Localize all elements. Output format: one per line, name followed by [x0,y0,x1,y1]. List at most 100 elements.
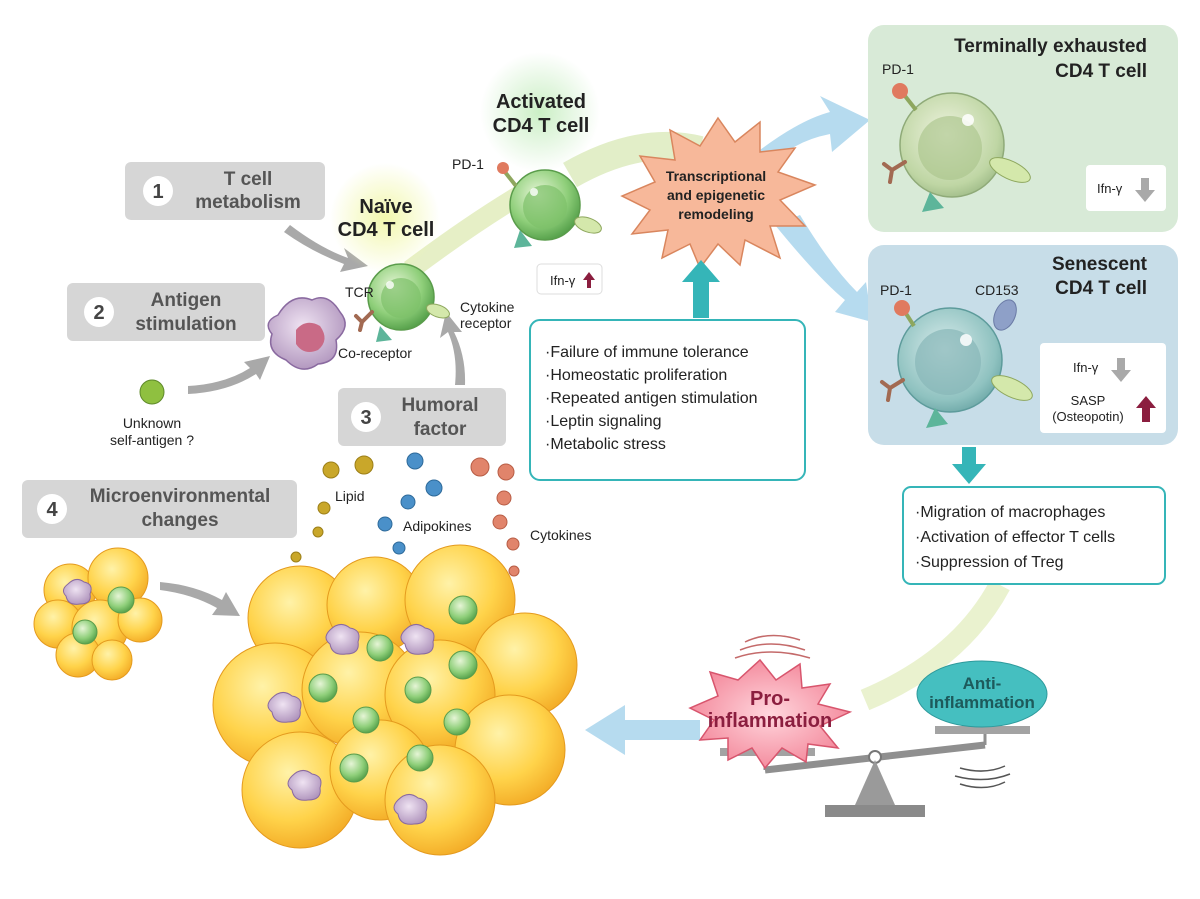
factor-number-badge [143,176,173,206]
t-cell-icon [352,706,380,734]
antigen-presenting-macrophage [267,297,346,370]
activated-label-glow [480,52,600,172]
arrow-to-fat[interactable] [585,705,700,755]
activated-title-line1: Activated [496,91,586,113]
cause-item: ·Failure of immune tolerance [545,344,749,361]
activated-title-line2: CD4 T cell [493,115,590,137]
arrow-antigen-to-macrophage [188,356,270,394]
factor-box-1: 1 T cell metabolism [125,162,325,220]
self-antigen-icon [139,379,165,405]
t-cell-icon [448,595,478,625]
factor-label-line1: Microenvironmental [90,486,271,507]
activated-pd1-label: PD-1 [452,156,484,172]
exhausted-ifn-label: Ifn-γ [1097,181,1123,196]
exhausted-title-line2: CD4 T cell [1055,61,1147,82]
sasp-label: SASP [1071,393,1106,408]
large-adipose-cluster [212,544,578,856]
arrow-senescent-to-effects [952,447,986,484]
tcr-receptor-icon [354,310,374,332]
factor-label-line1: Humoral [401,395,478,416]
activated-ifn-badge: Ifn-γ [536,263,603,295]
anti-inflammation-line2: inflammation [929,693,1035,712]
arrow-metabolism-to-naive [284,225,368,272]
remodeling-line1: Transcriptional [666,168,766,184]
pd1-receptor-icon [497,162,509,174]
cause-item: ·Leptin signaling [545,413,662,430]
macrophage-icon [62,578,92,605]
osteopontin-label: (Osteopotin) [1052,409,1124,424]
lipid-label: Lipid [335,488,365,504]
t-cell-icon [308,673,338,703]
cause-item: ·Repeated antigen stimulation [545,390,758,407]
effect-item: ·Activation of effector T cells [915,529,1115,546]
exhausted-title-line1: Terminally exhausted [954,36,1147,57]
remodeling-line2: and epigenetic [667,187,765,203]
factor-number: 3 [360,407,371,429]
cd153-receptor-icon [993,299,1017,331]
factor-label-line2: stimulation [135,314,236,335]
anti-inflammation-oval[interactable] [916,660,1048,728]
sasp-up-arrow-icon [1136,396,1156,422]
factor-number: 4 [46,499,58,521]
remodeling-line3: remodeling [678,206,753,222]
vibration-lines-top [734,634,811,659]
exhausted-panel: Terminally exhausted CD4 T cell PD-1 Ifn… [868,25,1178,232]
coreceptor-label: Co-receptor [338,345,412,361]
senescent-badge [1040,343,1166,433]
naive-title-line2: CD4 T cell [338,219,435,241]
senescent-title-line1: Senescent [1052,254,1148,275]
effect-item: ·Migration of macrophages [915,504,1105,521]
antigen-label-line1: Unknown [123,415,181,431]
factor-label-line2: factor [414,419,467,440]
factor-label-line2: metabolism [195,192,301,213]
macrophage-icon [287,770,322,801]
t-cell-icon [443,708,471,736]
macrophage-icon [400,624,435,655]
vibration-lines-bottom [954,765,1011,789]
cause-item: ·Metabolic stress [545,436,666,453]
senescent-pd1-label: PD-1 [880,282,912,298]
senescent-t-cell [880,299,1033,428]
t-cell-icon [366,634,394,662]
factor-label-line1: T cell [224,169,273,190]
cytokine-receptor-icon [426,303,450,319]
factor-number-badge [84,297,114,327]
factor-number: 2 [93,302,104,324]
factor-box-2: 2 Antigen stimulation [67,283,265,341]
arrow-humoral-to-naive [440,312,466,385]
activated-t-cell [497,162,602,248]
cytokine-receptor-label-line2: receptor [460,315,512,331]
cause-item: ·Homeostatic proliferation [545,367,727,384]
factor-number: 1 [152,181,163,203]
cytokine-receptor-label-line1: Cytokine [460,299,515,315]
effects-box: ·Migration of macrophages ·Activation of… [902,486,1166,585]
tcr-label: TCR [345,284,374,300]
t-cell-icon [448,650,478,680]
macrophage-icon [393,794,428,825]
factor-number-badge [351,402,381,432]
anti-inflammation-line1: Anti- [963,674,1002,693]
factor-label-line2: changes [141,510,218,531]
arrow-causes-to-remodeling [682,260,720,318]
pro-inflammation-line2: inflammation [708,710,832,732]
pathway-naive-to-activated [404,186,526,279]
exhausted-t-cell [882,83,1031,212]
senescent-ifn-label: Ifn-γ [1073,360,1099,375]
adipokines-label: Adipokines [403,518,472,534]
factor-box-3: 3 Humoral factor [338,388,506,446]
factor-box-4: 4 Microenvironmental changes [22,480,297,538]
arrow-micro-to-fat [160,582,240,616]
ifn-up-arrow-icon [583,272,595,288]
exhausted-pd1-label: PD-1 [882,61,914,77]
naive-label-glow [330,163,440,273]
pro-inflammation-line1: Pro- [750,688,790,710]
macrophage-icon [325,624,360,655]
t-cell-icon [72,619,98,645]
t-cell-icon [339,753,369,783]
macrophage-icon [267,692,302,723]
factor-label-line1: Antigen [151,290,222,311]
naive-title-line1: Naïve [359,196,412,218]
pro-inflammation-starburst[interactable] [688,658,853,770]
senescent-title-line2: CD4 T cell [1055,278,1147,299]
